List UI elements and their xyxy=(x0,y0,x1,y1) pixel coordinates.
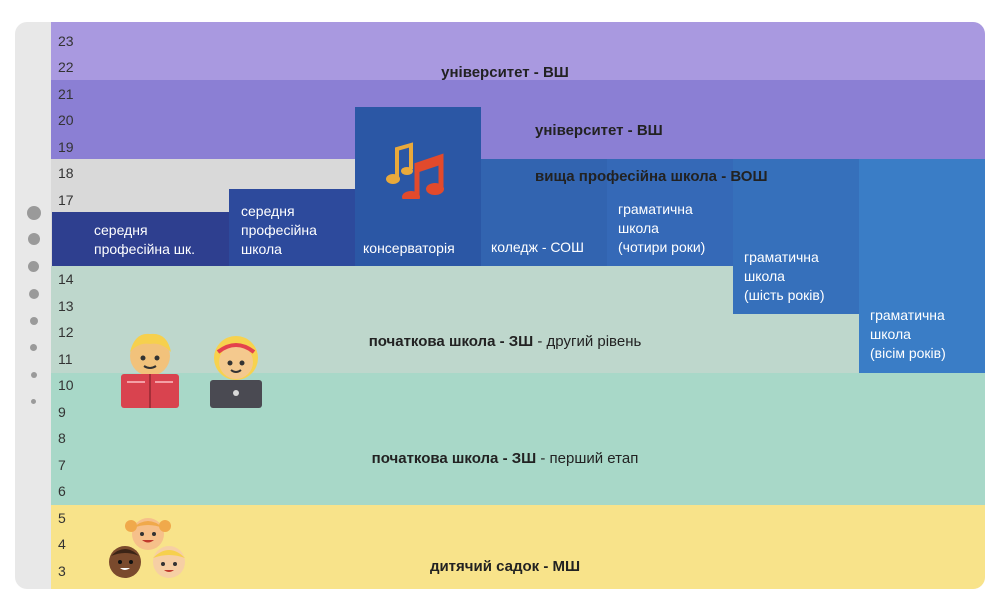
hole xyxy=(31,399,36,404)
age-label: 11 xyxy=(58,351,73,367)
kindergarten-text: дитячий садок - МШ xyxy=(429,558,581,575)
hole xyxy=(31,372,37,378)
university-mid-label: університет - ВШ вища професійна школа -… xyxy=(535,96,955,188)
hole xyxy=(28,233,40,245)
block-vocational: середня професійна школа xyxy=(229,189,355,266)
block-label: середня професійна школа xyxy=(241,203,317,257)
block-label: консерваторія xyxy=(363,240,455,256)
notebook-holes xyxy=(15,22,51,589)
block-grammar-4: граматична школа (чотири роки) xyxy=(607,159,733,266)
hole xyxy=(30,344,37,351)
age-label: 13 xyxy=(58,298,74,314)
age-label: 4 xyxy=(58,536,66,552)
block-label: граматична школа (вісім років) xyxy=(870,307,946,361)
university-mid-line2: вища професійна школа - ВОШ xyxy=(535,168,768,185)
age-label: 21 xyxy=(58,86,74,102)
hole xyxy=(27,206,41,220)
band-university-mid xyxy=(51,80,985,159)
university-top-label: університет - ВШ xyxy=(315,40,695,84)
block-conservatory: консерваторія xyxy=(355,107,481,266)
primary-second-rest: - другий рівень xyxy=(533,333,642,350)
block-grammar-8: граматична школа (вісім років) xyxy=(859,159,985,373)
age-axis: 23 22 21 20 19 18 17 16 15 14 13 12 11 1… xyxy=(51,22,91,589)
child-reading-icon xyxy=(121,333,179,408)
age-label: 20 xyxy=(58,112,74,128)
age-label: 12 xyxy=(58,324,74,340)
band-primary-first xyxy=(51,373,985,505)
block-label: граматична школа (шість років) xyxy=(744,249,825,303)
age-label: 6 xyxy=(58,483,66,499)
hole xyxy=(28,261,39,272)
block-vocational-short: середня професійна шк. xyxy=(52,212,229,266)
primary-second-label: початкова школа - ЗШ - другий рівень xyxy=(265,309,745,353)
child-laptop-icon xyxy=(210,336,262,408)
age-label: 10 xyxy=(58,377,74,393)
age-label: 17 xyxy=(58,192,74,208)
age-label: 18 xyxy=(58,165,74,181)
age-label: 7 xyxy=(58,457,66,473)
block-label: граматична школа (чотири роки) xyxy=(618,201,706,255)
age-label: 9 xyxy=(58,404,66,420)
age-label: 5 xyxy=(58,510,66,526)
block-label: середня професійна шк. xyxy=(94,222,196,257)
hole xyxy=(29,289,39,299)
primary-first-rest: - перший етап xyxy=(536,450,639,467)
age-label: 23 xyxy=(58,33,74,49)
kindergarten-label: дитячий садок - МШ xyxy=(315,534,695,578)
primary-first-bold: початкова школа - ЗШ xyxy=(371,450,537,467)
age-label: 14 xyxy=(58,271,74,287)
age-label: 22 xyxy=(58,59,74,75)
band-university-top xyxy=(51,22,985,80)
hole xyxy=(30,317,38,325)
band-kindergarten xyxy=(51,505,985,589)
children-group-icon xyxy=(109,518,185,578)
age-label: 3 xyxy=(58,563,66,579)
university-top-text: університет - ВШ xyxy=(441,64,569,81)
block-label: коледж - СОШ xyxy=(491,239,584,255)
university-mid-line1: університет - ВШ xyxy=(535,122,663,139)
age-label: 19 xyxy=(58,139,74,155)
education-diagram: 23 22 21 20 19 18 17 16 15 14 13 12 11 1… xyxy=(15,22,985,589)
primary-first-label: початкова школа - ЗШ - перший етап xyxy=(265,426,745,470)
music-notes-icon xyxy=(386,142,444,199)
block-college: коледж - СОШ xyxy=(481,159,607,266)
block-grammar-6: граматична школа (шість років) xyxy=(733,159,859,314)
age-label: 8 xyxy=(58,430,66,446)
primary-second-bold: початкова школа - ЗШ xyxy=(368,333,534,350)
